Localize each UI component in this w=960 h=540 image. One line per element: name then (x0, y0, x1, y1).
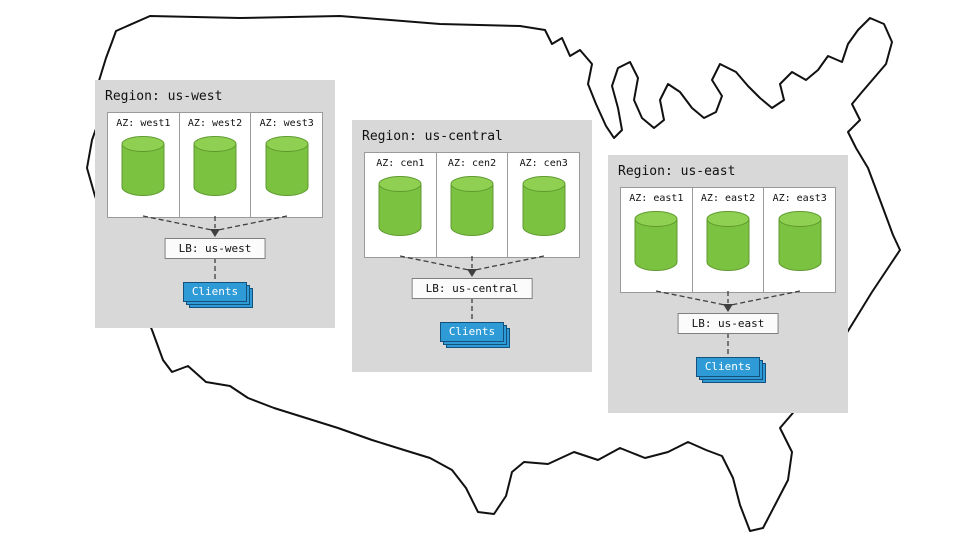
region-title: Region: us-west (105, 89, 223, 104)
az-label: AZ: cen2 (447, 158, 497, 169)
database-cylinder-icon (378, 176, 422, 237)
az-column: AZ: west2 (180, 113, 252, 217)
az-column: AZ: cen3 (508, 153, 579, 257)
az-container: AZ: east1 AZ: east2 AZ: east3 (620, 187, 836, 293)
database-cylinder-icon (706, 211, 750, 272)
database-cylinder-icon (450, 176, 494, 237)
region-panel-us-central: Region: us-central AZ: cen1 AZ: cen2 AZ:… (352, 120, 592, 372)
clients-label: Clients (696, 357, 760, 377)
database-cylinder-icon (265, 136, 309, 197)
clients-box: Clients (696, 357, 766, 383)
database-cylinder-icon (193, 136, 237, 197)
az-label: AZ: west3 (259, 118, 314, 129)
az-column: AZ: west3 (251, 113, 322, 217)
database-cylinder-icon (634, 211, 678, 272)
region-title: Region: us-east (618, 164, 736, 179)
az-label: AZ: cen3 (519, 158, 568, 169)
database-cylinder-icon (778, 211, 822, 272)
region-panel-us-west: Region: us-west AZ: west1 AZ: west2 AZ: … (95, 80, 335, 328)
az-container: AZ: west1 AZ: west2 AZ: west3 (107, 112, 323, 218)
az-label: AZ: west2 (187, 118, 243, 129)
database-cylinder-icon (522, 176, 566, 237)
load-balancer-box: LB: us-west (164, 238, 266, 259)
load-balancer-box: LB: us-east (677, 313, 779, 334)
clients-box: Clients (183, 282, 253, 308)
clients-label: Clients (440, 322, 504, 342)
az-column: AZ: east3 (764, 188, 835, 292)
az-label: AZ: east2 (700, 193, 756, 204)
clients-box: Clients (440, 322, 510, 348)
az-label: AZ: west1 (116, 118, 171, 129)
region-title: Region: us-central (362, 129, 503, 144)
az-label: AZ: east1 (629, 193, 684, 204)
load-balancer-box: LB: us-central (411, 278, 533, 299)
region-panel-us-east: Region: us-east AZ: east1 AZ: east2 AZ: … (608, 155, 848, 413)
az-container: AZ: cen1 AZ: cen2 AZ: cen3 (364, 152, 580, 258)
az-column: AZ: cen2 (437, 153, 509, 257)
az-label: AZ: east3 (772, 193, 827, 204)
az-column: AZ: cen1 (365, 153, 437, 257)
az-label: AZ: cen1 (376, 158, 425, 169)
az-column: AZ: west1 (108, 113, 180, 217)
clients-label: Clients (183, 282, 247, 302)
database-cylinder-icon (121, 136, 165, 197)
az-column: AZ: east1 (621, 188, 693, 292)
az-column: AZ: east2 (693, 188, 765, 292)
